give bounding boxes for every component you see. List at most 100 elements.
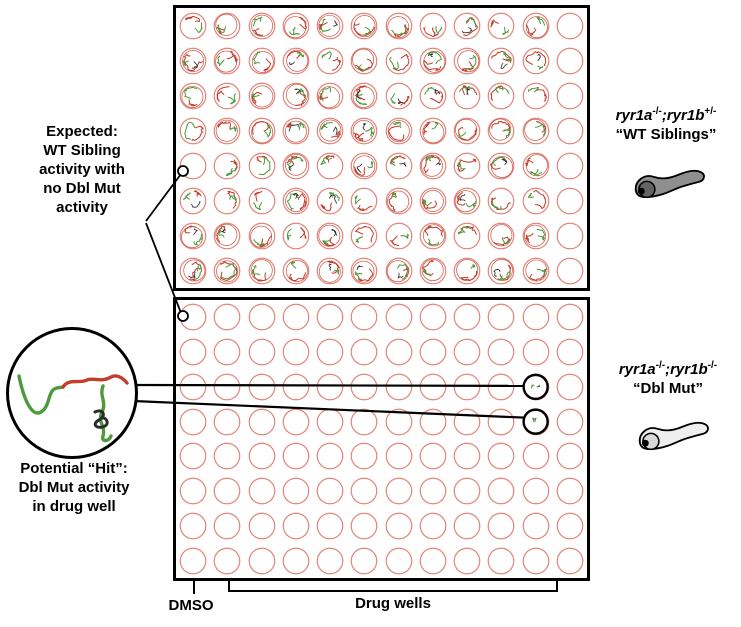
well-bottom-r5c5 xyxy=(347,474,381,509)
well-top-r1c6 xyxy=(382,43,416,78)
well-top-r1c5 xyxy=(347,43,381,78)
well-bottom-r5c11 xyxy=(553,474,587,509)
well-bottom-r3c10 xyxy=(519,404,553,439)
well-top-r6c4 xyxy=(313,218,347,253)
well-bottom-r1c1 xyxy=(210,335,244,370)
well-top-r4c2 xyxy=(245,148,279,183)
well-bottom-r6c4 xyxy=(313,509,347,544)
well-top-r4c10 xyxy=(519,148,553,183)
well-bottom-r6c5 xyxy=(347,509,381,544)
well-top-r0c5 xyxy=(347,8,381,43)
well-top-r3c3 xyxy=(279,113,313,148)
well-top-r2c0 xyxy=(176,78,210,113)
well-bottom-r6c0 xyxy=(176,509,210,544)
well-bottom-r1c6 xyxy=(382,335,416,370)
well-top-r7c3 xyxy=(279,253,313,288)
well-top-r7c9 xyxy=(484,253,518,288)
well-top-r2c8 xyxy=(450,78,484,113)
well-top-r0c3 xyxy=(279,8,313,43)
well-top-r1c11 xyxy=(553,43,587,78)
well-top-r6c10 xyxy=(519,218,553,253)
well-bottom-r7c7 xyxy=(416,543,450,578)
well-top-r6c8 xyxy=(450,218,484,253)
well-top-r1c7 xyxy=(416,43,450,78)
expected-note: Expected: WT Sibling activity with no Db… xyxy=(6,123,158,217)
expected-note-line: activity xyxy=(56,198,108,216)
well-top-r5c7 xyxy=(416,183,450,218)
allele-superscript: -/- xyxy=(652,106,662,117)
well-top-r1c0 xyxy=(176,43,210,78)
well-bottom-r7c5 xyxy=(347,543,381,578)
well-bottom-r5c4 xyxy=(313,474,347,509)
well-top-r0c9 xyxy=(484,8,518,43)
wt-genotype-label: ryr1a-/-;ryr1b+/- “WT Siblings” xyxy=(590,106,741,143)
well-top-r5c8 xyxy=(450,183,484,218)
well-bottom-r1c7 xyxy=(416,335,450,370)
well-bottom-r3c6 xyxy=(382,404,416,439)
well-bottom-r1c8 xyxy=(450,335,484,370)
well-bottom-r6c7 xyxy=(416,509,450,544)
well-top-r0c1 xyxy=(210,8,244,43)
well-top-r1c4 xyxy=(313,43,347,78)
well-bottom-r0c5 xyxy=(347,300,381,335)
dmso-label: DMSO xyxy=(168,597,214,614)
well-bottom-r2c8 xyxy=(450,370,484,405)
well-top-r1c2 xyxy=(245,43,279,78)
well-bottom-r4c9 xyxy=(484,439,518,474)
well-top-r4c1 xyxy=(210,148,244,183)
well-bottom-r7c2 xyxy=(245,543,279,578)
well-top-r6c3 xyxy=(279,218,313,253)
well-top-r2c6 xyxy=(382,78,416,113)
well-top-r2c2 xyxy=(245,78,279,113)
gene-name: ryr1a xyxy=(615,107,653,124)
well-bottom-r6c2 xyxy=(245,509,279,544)
well-top-r4c3 xyxy=(279,148,313,183)
well-top-r5c4 xyxy=(313,183,347,218)
well-top-r5c10 xyxy=(519,183,553,218)
well-top-r0c2 xyxy=(245,8,279,43)
well-top-r0c0 xyxy=(176,8,210,43)
well-top-r5c5 xyxy=(347,183,381,218)
well-top-r3c2 xyxy=(245,113,279,148)
fish-eye xyxy=(637,187,645,195)
well-top-r5c11 xyxy=(553,183,587,218)
drug-wells-label: Drug wells xyxy=(355,595,431,612)
hit-note-line: in drug well xyxy=(32,497,116,515)
well-bottom-r7c6 xyxy=(382,543,416,578)
well-bottom-r2c3 xyxy=(279,370,313,405)
well-bottom-r0c0 xyxy=(176,300,210,335)
well-top-r3c9 xyxy=(484,113,518,148)
well-bottom-r2c10 xyxy=(519,370,553,405)
well-top-r1c9 xyxy=(484,43,518,78)
expected-note-line: Expected: xyxy=(46,123,118,140)
well-bottom-r4c4 xyxy=(313,439,347,474)
well-top-r1c8 xyxy=(450,43,484,78)
well-top-r4c11 xyxy=(553,148,587,183)
well-bottom-r6c6 xyxy=(382,509,416,544)
well-bottom-r4c0 xyxy=(176,439,210,474)
wt-genotype-name: “WT Siblings” xyxy=(615,126,717,143)
well-top-r6c1 xyxy=(210,218,244,253)
allele-superscript: +/- xyxy=(704,106,717,117)
well-top-r6c0 xyxy=(176,218,210,253)
well-bottom-r2c7 xyxy=(416,370,450,405)
well-top-r2c1 xyxy=(210,78,244,113)
hit-note-line: Dbl Mut activity xyxy=(18,478,130,496)
well-bottom-r7c0 xyxy=(176,543,210,578)
well-bottom-r4c11 xyxy=(553,439,587,474)
well-bottom-r4c8 xyxy=(450,439,484,474)
well-top-r7c0 xyxy=(176,253,210,288)
genotype-separator: ; xyxy=(665,361,671,378)
well-top-r7c6 xyxy=(382,253,416,288)
hit-magnifier-circle xyxy=(6,327,138,459)
dmso-tick xyxy=(193,581,195,594)
magnified-trace xyxy=(17,374,129,443)
hit-note-line: Potential “Hit”: xyxy=(20,460,128,477)
wt-genotype-alleles: ryr1a-/-;ryr1b+/- xyxy=(590,106,741,124)
well-bottom-r4c3 xyxy=(279,439,313,474)
well-bottom-r0c11 xyxy=(553,300,587,335)
gene-name: ryr1b xyxy=(666,107,705,124)
well-top-r5c2 xyxy=(245,183,279,218)
well-top-r7c2 xyxy=(245,253,279,288)
wt-sibling-fish-icon xyxy=(634,169,705,199)
